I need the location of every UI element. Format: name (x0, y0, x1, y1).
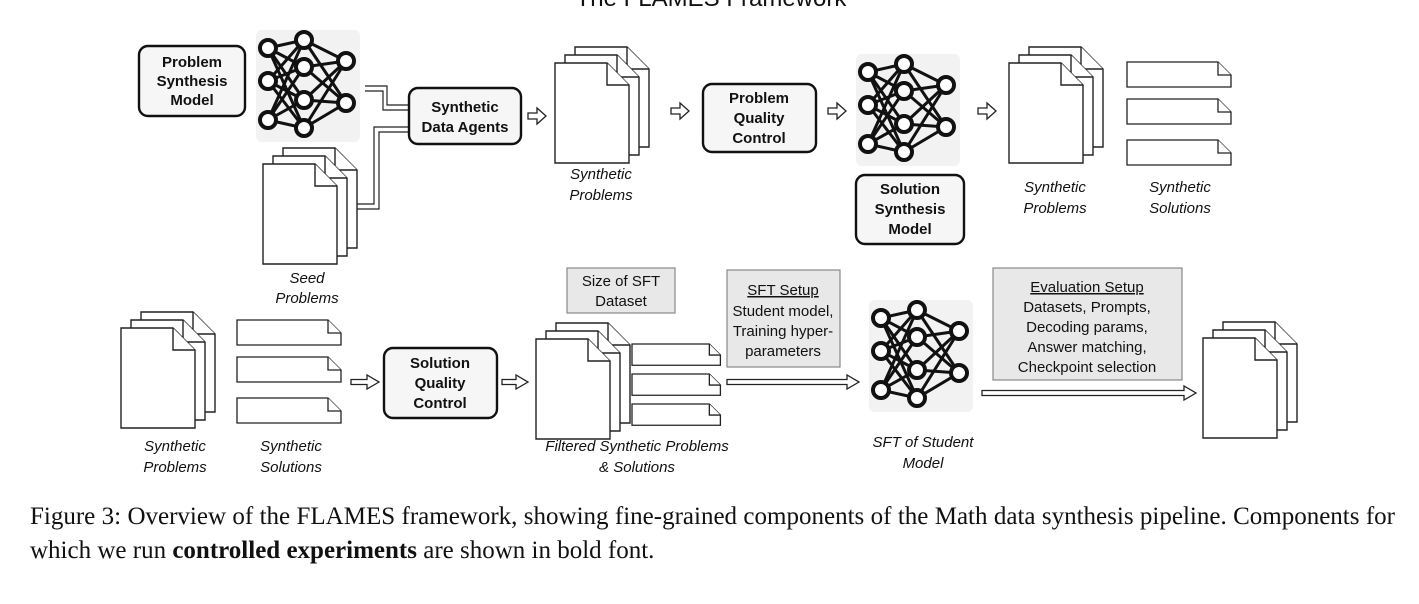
figure-caption: Figure 3: Overview of the FLAMES framewo… (30, 500, 1395, 568)
solution-quality-control-line1: Solution (410, 355, 470, 372)
problem-quality-control-line2: Quality (734, 110, 786, 127)
solution-quality-control-line2: Quality (415, 375, 467, 392)
hollow-arrow-icon (977, 101, 997, 121)
document-stack-icon (535, 322, 631, 440)
problem-quality-control-line3: Control (732, 130, 785, 147)
hollow-arrow-icon (726, 373, 861, 391)
seed-problems-line2: Problems (275, 290, 339, 307)
size-of-sft-line1: Size of SFT (582, 273, 660, 290)
solution-sheet-icon (236, 319, 342, 346)
solution-synthesis-model-line3: Model (888, 221, 931, 238)
solution-sheet-icon (631, 403, 722, 426)
document-stack-icon (1202, 321, 1298, 439)
size-of-sft-dataset-box: Size of SFT Dataset (566, 267, 676, 314)
synthetic-data-agents-line1: Synthetic (431, 99, 499, 116)
solution-sheet-icon (1126, 139, 1232, 166)
synthetic-solutions-1-line1: Synthetic (1149, 179, 1211, 196)
document-stack-icon (120, 311, 216, 429)
sft-setup-line1: Student model, (733, 303, 834, 320)
hollow-arrow-icon (501, 373, 530, 391)
filtered-line1: Filtered Synthetic Problems (545, 438, 729, 455)
document-stack-icon (262, 147, 358, 265)
synthetic-solutions-2-line1: Synthetic (260, 438, 322, 455)
neural-network-icon (256, 30, 360, 142)
solution-sheet-icon (631, 373, 722, 396)
synthetic-problems-2-line1: Synthetic (1024, 179, 1086, 196)
synthetic-problems-3-line1: Synthetic (144, 438, 206, 455)
problem-quality-control-line1: Problem (729, 90, 789, 107)
hollow-arrow-icon (527, 106, 547, 126)
eval-setup-line1: Datasets, Prompts, (1023, 299, 1151, 316)
solution-sheet-icon (631, 343, 722, 366)
problem-synthesis-model-line2: Synthesis (157, 73, 228, 90)
solution-sheet-icon (236, 356, 342, 383)
hollow-arrow-icon (981, 384, 1198, 402)
synthetic-problems-3-line2: Problems (143, 459, 207, 476)
caption-prefix: Figure 3: Overview of the FLAMES framewo… (30, 503, 1395, 564)
sft-setup-box: SFT Setup Student model, Training hyper-… (726, 269, 841, 368)
hollow-arrow-icon (670, 101, 690, 121)
synthetic-solutions-1-line2: Solutions (1149, 200, 1211, 217)
synthetic-problems-1-line1: Synthetic (570, 166, 632, 183)
problem-quality-control-box: Problem Quality Control (701, 82, 818, 154)
sft-student-line1: SFT of Student (873, 434, 975, 451)
neural-network-icon (869, 300, 973, 412)
size-of-sft-line2: Dataset (595, 293, 648, 310)
solution-synthesis-model-box: Solution Synthesis Model (854, 173, 966, 246)
seed-problems-line1: Seed (289, 270, 325, 287)
flames-diagram: The FLAMES Framework Problem Synthesis M… (120, 0, 1298, 476)
caption-bold: controlled experiments (172, 537, 417, 564)
sft-setup-title: SFT Setup (747, 282, 818, 299)
sft-student-line2: Model (903, 455, 945, 472)
solution-quality-control-line3: Control (413, 395, 466, 412)
synthetic-data-agents-line2: Data Agents (422, 119, 509, 136)
document-stack-icon (1008, 46, 1104, 164)
eval-setup-line3: Answer matching, (1027, 339, 1146, 356)
synthetic-solutions-2-line2: Solutions (260, 459, 322, 476)
neural-network-icon (856, 54, 960, 166)
diagram-title: The FLAMES Framework (576, 0, 848, 12)
caption-suffix: are shown in bold font. (416, 537, 655, 564)
synthetic-problems-1-line2: Problems (569, 187, 633, 204)
eval-setup-title: Evaluation Setup (1030, 279, 1143, 296)
eval-setup-line4: Checkpoint selection (1018, 359, 1156, 376)
solution-synthesis-model-line2: Synthesis (875, 201, 946, 218)
hollow-arrow-icon (827, 101, 847, 121)
solution-sheet-icon (236, 397, 342, 424)
document-stack-icon (554, 46, 650, 164)
solution-synthesis-model-line1: Solution (880, 181, 940, 198)
hollow-arrow-icon (350, 373, 381, 391)
synthetic-problems-2-line2: Problems (1023, 200, 1087, 217)
sft-setup-line2: Training hyper- (733, 323, 833, 340)
synthetic-data-agents-box: Synthetic Data Agents (407, 86, 523, 146)
problem-synthesis-model-line3: Model (170, 92, 213, 109)
sft-setup-line3: parameters (745, 343, 821, 360)
problem-synthesis-model-line1: Problem (162, 54, 222, 71)
problem-synthesis-model-box: Problem Synthesis Model (137, 44, 247, 118)
connector-lines (357, 85, 409, 210)
eval-setup-line2: Decoding params, (1026, 319, 1148, 336)
filtered-line2: & Solutions (599, 459, 675, 476)
solution-sheet-icon (1126, 61, 1232, 88)
solution-quality-control-box: Solution Quality Control (382, 346, 499, 420)
solution-sheet-icon (1126, 98, 1232, 125)
evaluation-setup-box: Evaluation Setup Datasets, Prompts, Deco… (992, 267, 1183, 381)
